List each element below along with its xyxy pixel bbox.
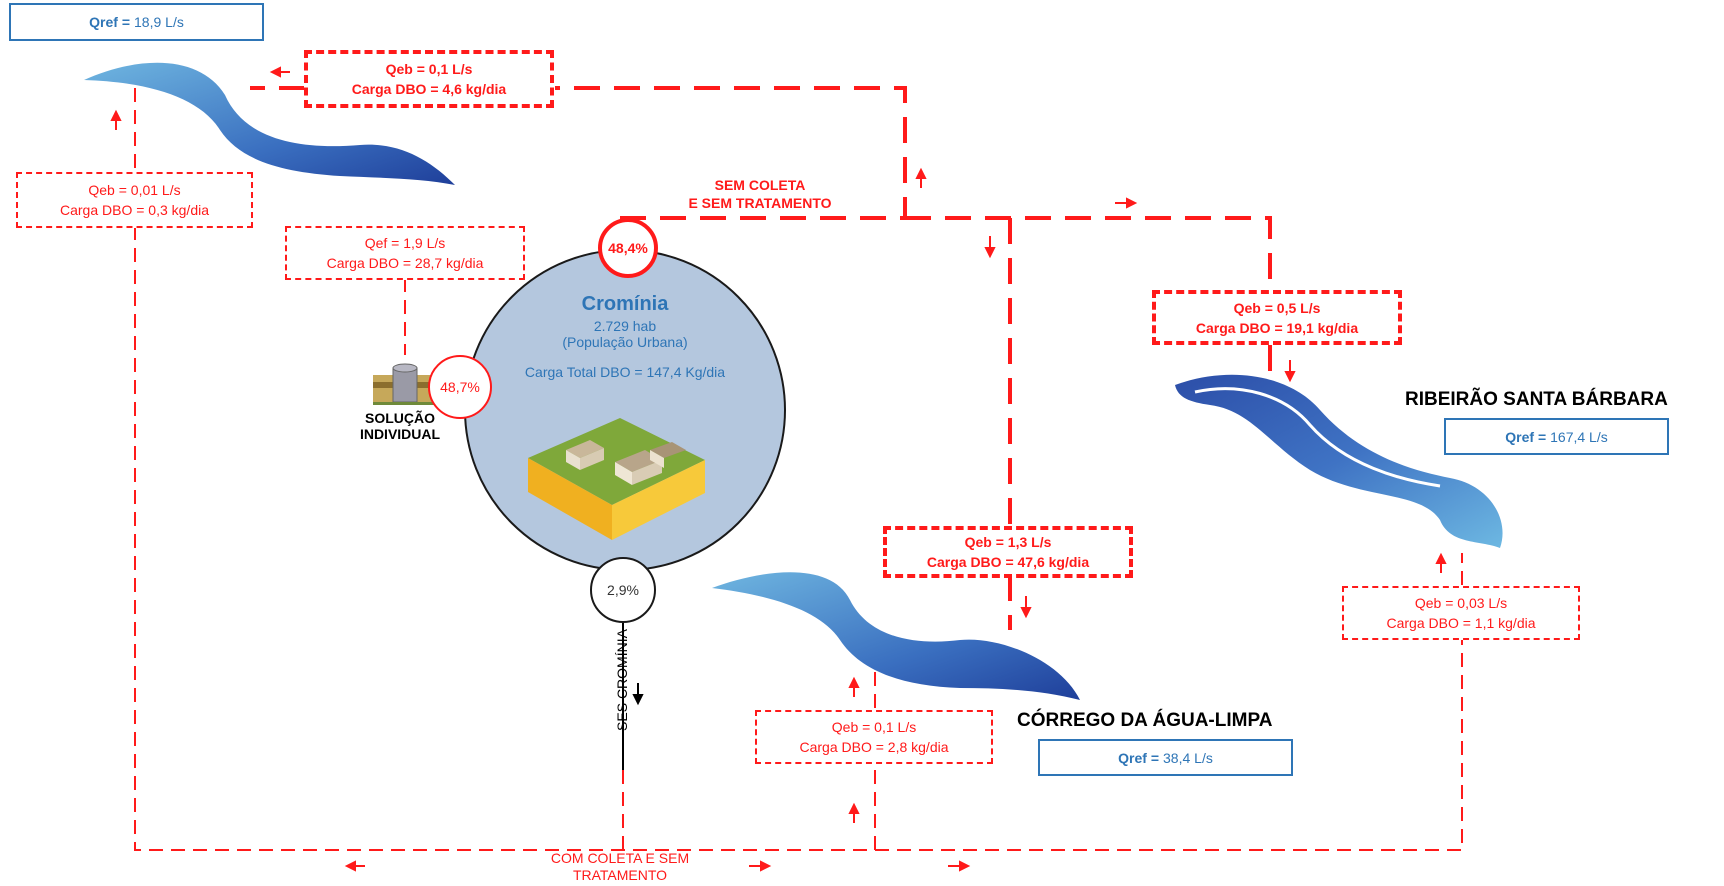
pct-ses-value: 2,9%	[607, 582, 639, 598]
flow-text: Qef = 1,9 L/s	[364, 235, 446, 251]
qref-santa-barbara-box: Qref = 167,4 L/s	[1444, 418, 1669, 455]
load-box-agua-limpa: Qeb = 1,3 L/s Carga DBO = 47,6 kg/dia	[883, 526, 1133, 578]
solucao-individual-label: SOLUÇÃO INDIVIDUAL	[340, 410, 460, 442]
pct-ses-badge: 2,9%	[590, 557, 656, 623]
qref-value: 38,4 L/s	[1163, 749, 1213, 766]
qref-agua-limpa-box: Qref = 38,4 L/s	[1038, 739, 1293, 776]
arrow-icon	[632, 683, 644, 706]
qref-top-box: Qref = 18,9 L/s	[9, 3, 264, 41]
load-text: Carga DBO = 19,1 kg/dia	[1195, 319, 1359, 336]
load-text: Carga DBO = 47,6 kg/dia	[926, 554, 1090, 570]
sem-coleta-line1: SEM COLETA	[714, 177, 806, 193]
flow-text: Qeb = 0,03 L/s	[1414, 595, 1508, 611]
qref-value: 18,9 L/s	[134, 14, 184, 30]
load-text: Carga DBO = 4,6 kg/dia	[351, 81, 507, 97]
sem-coleta-label: SEM COLETA E SEM TRATAMENTO	[665, 176, 855, 212]
com-coleta-line1: COM COLETA E SEM	[550, 850, 690, 866]
solucao-line1: SOLUÇÃO	[365, 410, 435, 426]
pct-individual-badge: 48,7%	[428, 355, 492, 419]
river-agua-limpa-title: CÓRREGO DA ÁGUA-LIMPA	[1017, 710, 1273, 731]
flow-text: Qeb = 0,1 L/s	[831, 719, 917, 735]
load-text: Carga DBO = 2,8 kg/dia	[799, 739, 949, 755]
load-box-santa-barbara-small: Qeb = 0,03 L/s Carga DBO = 1,1 kg/dia	[1342, 586, 1580, 640]
sem-coleta-line2: E SEM TRATAMENTO	[688, 195, 832, 211]
flow-text: Qeb = 0,5 L/s	[1233, 299, 1321, 316]
solucao-line2: INDIVIDUAL	[359, 426, 441, 442]
pct-sem-coleta-badge: 48,4%	[598, 218, 658, 278]
load-box-santa-barbara: Qeb = 0,5 L/s Carga DBO = 19,1 kg/dia	[1152, 290, 1402, 345]
river-top-icon	[84, 62, 455, 185]
city-info: Cromínia 2.729 hab (População Urbana) Ca…	[505, 293, 745, 380]
river-agua-limpa-icon	[712, 572, 1080, 700]
city-population: 2.729 hab	[593, 318, 657, 334]
ses-label-text: SES CROMÍNIA	[614, 629, 630, 731]
city-name: Cromínia	[581, 293, 669, 315]
septic-tank-icon	[373, 363, 435, 405]
load-text: Carga DBO = 28,7 kg/dia	[326, 255, 484, 271]
ses-label: SES CROMÍNIA	[614, 605, 630, 755]
pct-individual-value: 48,7%	[440, 379, 480, 395]
qref-value: 167,4 L/s	[1550, 428, 1608, 445]
city-load: Carga Total DBO = 147,4 Kg/dia	[524, 364, 726, 380]
com-coleta-line2: TRATAMENTO	[572, 867, 668, 883]
village-icon	[528, 418, 705, 540]
river-santa-barbara-icon	[1175, 374, 1503, 548]
river-santa-barbara-title: RIBEIRÃO SANTA BÁRBARA	[1405, 389, 1668, 410]
effluent-box: Qef = 1,9 L/s Carga DBO = 28,7 kg/dia	[285, 226, 525, 280]
com-coleta-label: COM COLETA E SEM TRATAMENTO	[520, 850, 720, 884]
load-text: Carga DBO = 0,3 kg/dia	[59, 202, 210, 218]
load-box-top: Qeb = 0,1 L/s Carga DBO = 4,6 kg/dia	[304, 50, 554, 108]
flow-text: Qeb = 0,01 L/s	[88, 182, 181, 198]
load-text: Carga DBO = 1,1 kg/dia	[1386, 615, 1536, 631]
load-box-left: Qeb = 0,01 L/s Carga DBO = 0,3 kg/dia	[16, 172, 253, 228]
flow-text: Qeb = 0,1 L/s	[385, 61, 473, 77]
qref-label: Qref =	[89, 14, 131, 30]
load-box-agua-limpa-small: Qeb = 0,1 L/s Carga DBO = 2,8 kg/dia	[755, 710, 993, 764]
city-population-type: (População Urbana)	[562, 334, 688, 350]
arrow-icon	[110, 66, 1447, 872]
flow-text: Qeb = 1,3 L/s	[964, 534, 1052, 550]
pct-sem-coleta-value: 48,4%	[608, 240, 648, 256]
qref-label: Qref =	[1118, 749, 1160, 766]
qref-label: Qref =	[1505, 428, 1547, 445]
